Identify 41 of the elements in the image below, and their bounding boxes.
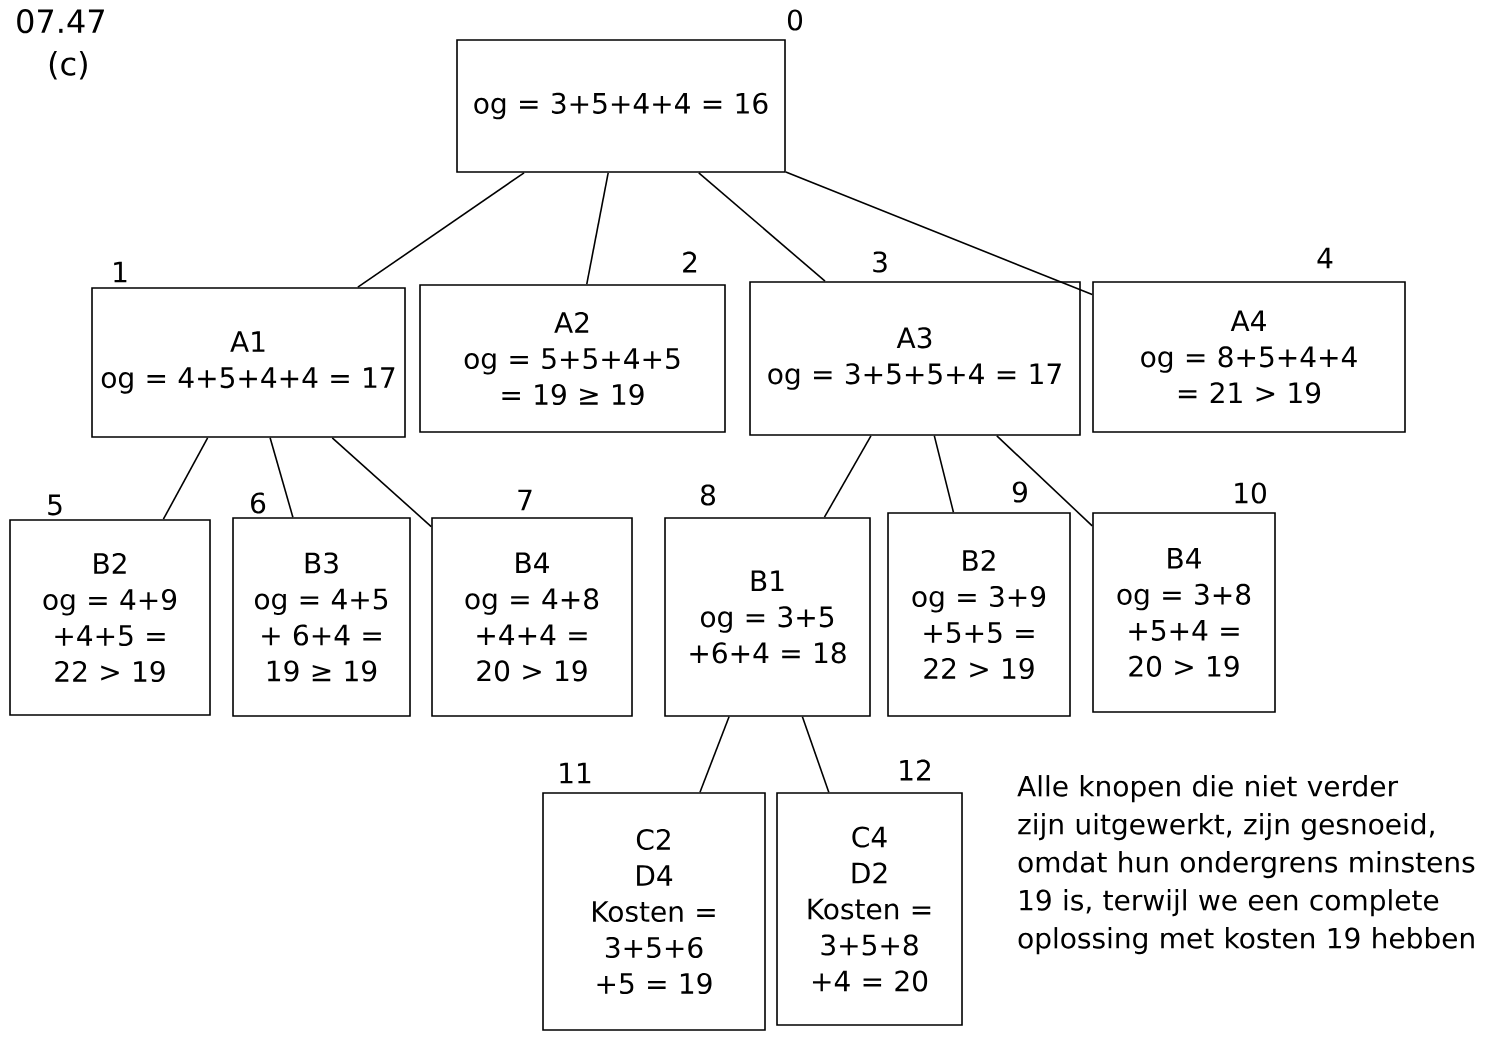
state-box: A4 og = 8+5+4+4 = 21 > 19 [1092, 281, 1406, 433]
state-box: B4 og = 4+8 +4+4 = 20 > 19 [431, 517, 633, 717]
state-box: B3 og = 4+5 + 6+4 = 19 ≥ 19 [232, 517, 411, 717]
node-number: 8 [701, 484, 715, 506]
tree-line [699, 716, 730, 793]
subpart-label: (c) [49, 51, 87, 80]
tree-line [698, 172, 826, 282]
state-box: A3 og = 3+5+5+4 = 17 [749, 281, 1081, 436]
node-number: 3 [873, 251, 887, 273]
node-number: 9 [1012, 481, 1027, 503]
node-number: 12 [900, 759, 930, 781]
node-number: 4 [1317, 247, 1333, 269]
tree-line [933, 435, 955, 513]
tree-line [823, 435, 872, 518]
tree-line [996, 435, 1093, 527]
node-number: 6 [251, 492, 266, 514]
state-box: A2 og = 5+5+4+5 = 19 ≥ 19 [419, 284, 726, 433]
node-number: 0 [787, 9, 803, 31]
node-number: 11 [560, 762, 591, 784]
state-box: B2 og = 3+9 +5+5 = 22 > 19 [887, 512, 1071, 717]
tree-line [269, 437, 294, 518]
note-text: Alle knopen die niet verder zijn uitgewerkt, zijn gesnoeid, omdat hun ondergrens minstens 19 is, terwijl we een complete oplossing met kosten 19 hebben [1017, 775, 1475, 955]
state-box: B4 og = 3+8 +5+4 = 20 > 19 [1092, 512, 1276, 713]
state-box: og = 3+5+4+4 = 16 [456, 39, 786, 173]
exercise-number: 07.47 [17, 9, 104, 34]
node-number: 2 [683, 251, 697, 273]
state-box: C4 D2 Kosten = 3+5+8 +4 = 20 [776, 792, 963, 1026]
tree-line [801, 716, 830, 793]
tree-line [162, 437, 209, 520]
state-box: B1 og = 3+5 +6+4 = 18 [664, 517, 871, 717]
state-box: B2 og = 4+9 +4+5 = 22 > 19 [9, 519, 211, 716]
node-number: 5 [48, 494, 62, 516]
tree-line [586, 172, 609, 285]
state-box: C2 D4 Kosten = 3+5+6 +5 = 19 [542, 792, 766, 1031]
tree-line [785, 171, 1093, 296]
tree-line [331, 437, 432, 528]
tree-line [357, 172, 525, 288]
state-box: A1 og = 4+5+4+4 = 17 [91, 287, 406, 438]
node-number: 7 [518, 489, 532, 511]
node-number: 10 [1235, 482, 1266, 504]
node-number: 1 [114, 261, 127, 283]
